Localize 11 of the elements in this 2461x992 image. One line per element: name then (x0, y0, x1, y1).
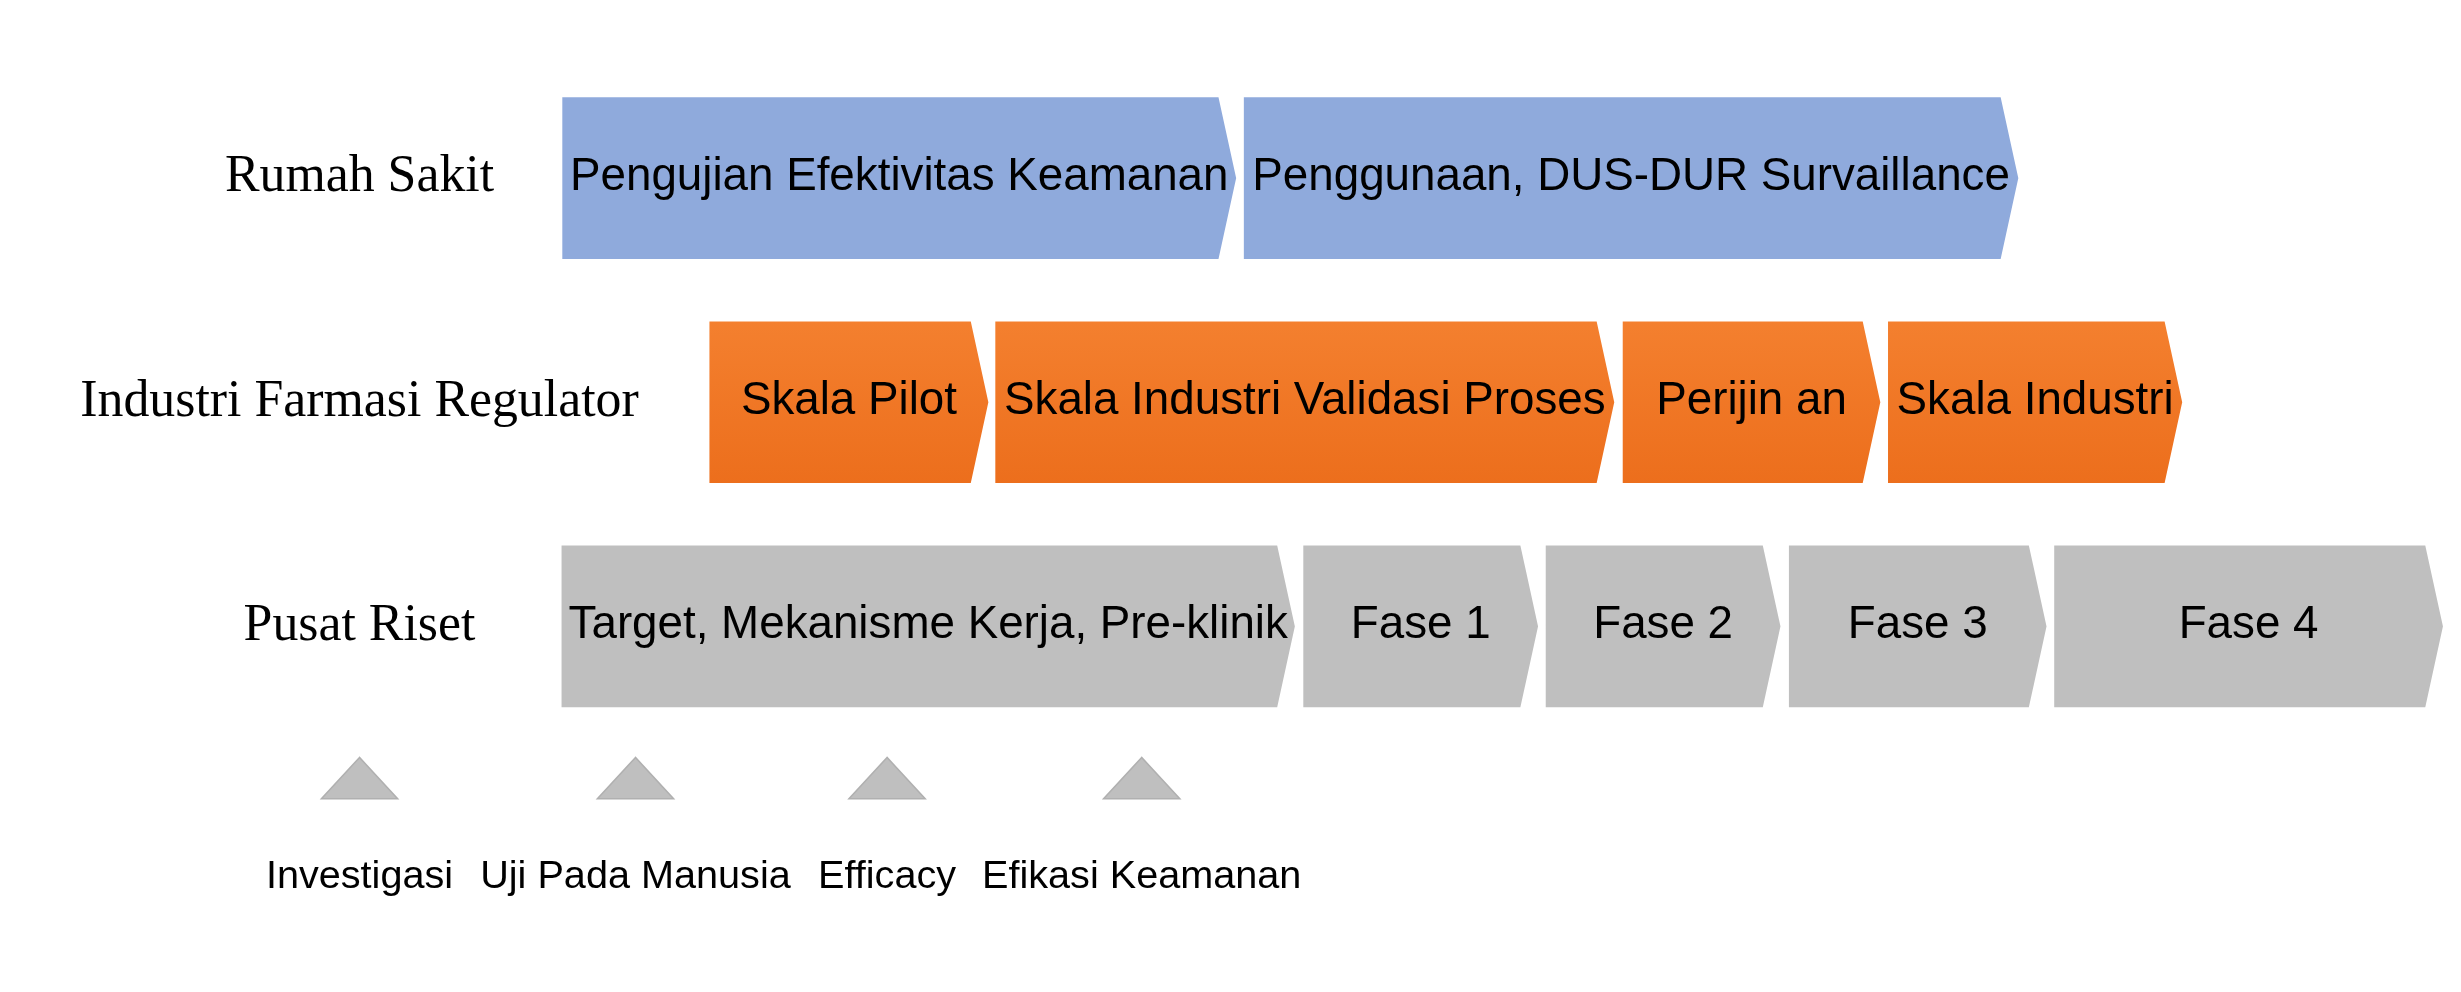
label: Rumah Sakit (224, 145, 495, 203)
label: Industri Farmasi Regulator (80, 369, 639, 427)
node-label: Investigasi (265, 852, 454, 897)
label: Pusat Riset (243, 593, 476, 651)
node-triangle (847, 756, 927, 800)
node-label: Efikasi Keamanan (981, 852, 1302, 897)
node-triangle (1101, 756, 1182, 800)
node-triangle (595, 756, 676, 800)
node-label: Uji Pada Manusia (480, 852, 791, 897)
node-label: Efficacy (818, 852, 957, 897)
node-triangle (319, 756, 400, 800)
